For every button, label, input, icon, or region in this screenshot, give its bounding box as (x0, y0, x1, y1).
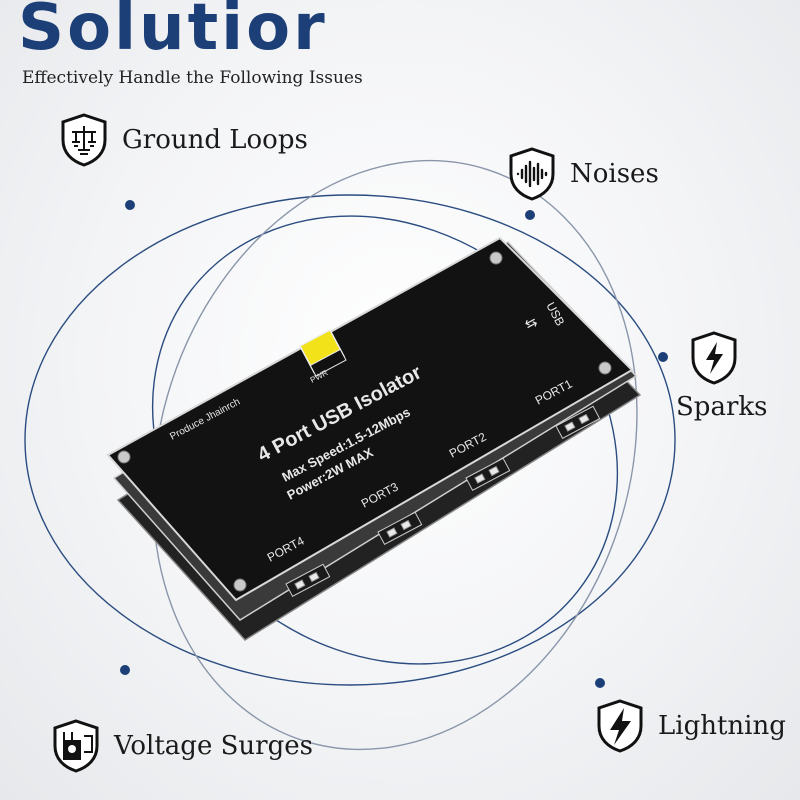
issue-ground-loops: Ground Loops (58, 112, 308, 168)
usb-ports (285, 405, 601, 598)
issue-noises: Noises (506, 146, 659, 202)
usb-port-3 (377, 511, 423, 546)
orbit-node (125, 200, 135, 210)
screw (117, 450, 131, 464)
issue-voltage-surges: Voltage Surges (50, 718, 313, 774)
orbit-nodes (120, 200, 668, 688)
issue-lightning: Lightning (594, 698, 786, 754)
headline-title: Solutior (18, 0, 328, 65)
pwr-indicator (298, 329, 347, 377)
orbit-node (658, 352, 668, 362)
usb-port-1 (555, 405, 601, 440)
screw (598, 361, 612, 375)
orbit-node (525, 210, 535, 220)
screw (489, 251, 503, 265)
issue-label: Ground Loops (122, 125, 308, 155)
issue-label: Voltage Surges (114, 731, 313, 761)
noise-wave-icon (509, 147, 555, 201)
lightning-bolt-icon (597, 699, 643, 753)
spark-bolt-icon (691, 331, 737, 385)
orbit-ring-faint (152, 159, 638, 751)
orbit-node (120, 665, 130, 675)
issue-label: Noises (570, 159, 659, 189)
usb-isolator-device: PWR USB ⇆ Produce Jhainrch 4 Port USB Is… (106, 236, 642, 641)
issue-sparks: Sparks (676, 330, 767, 422)
headline-subtitle: Effectively Handle the Following Issues (22, 68, 363, 88)
orbit-ring-outer (24, 194, 676, 686)
device-top-plate (106, 236, 634, 602)
issue-label: Sparks (676, 392, 768, 422)
orbit-node (595, 678, 605, 688)
issue-label: Lightning (658, 711, 786, 741)
voltage-surge-icon (53, 719, 99, 773)
usb-port-2 (465, 457, 511, 492)
ground-loop-icon (61, 113, 107, 167)
screw (233, 578, 247, 592)
usb-port-4 (285, 563, 331, 598)
